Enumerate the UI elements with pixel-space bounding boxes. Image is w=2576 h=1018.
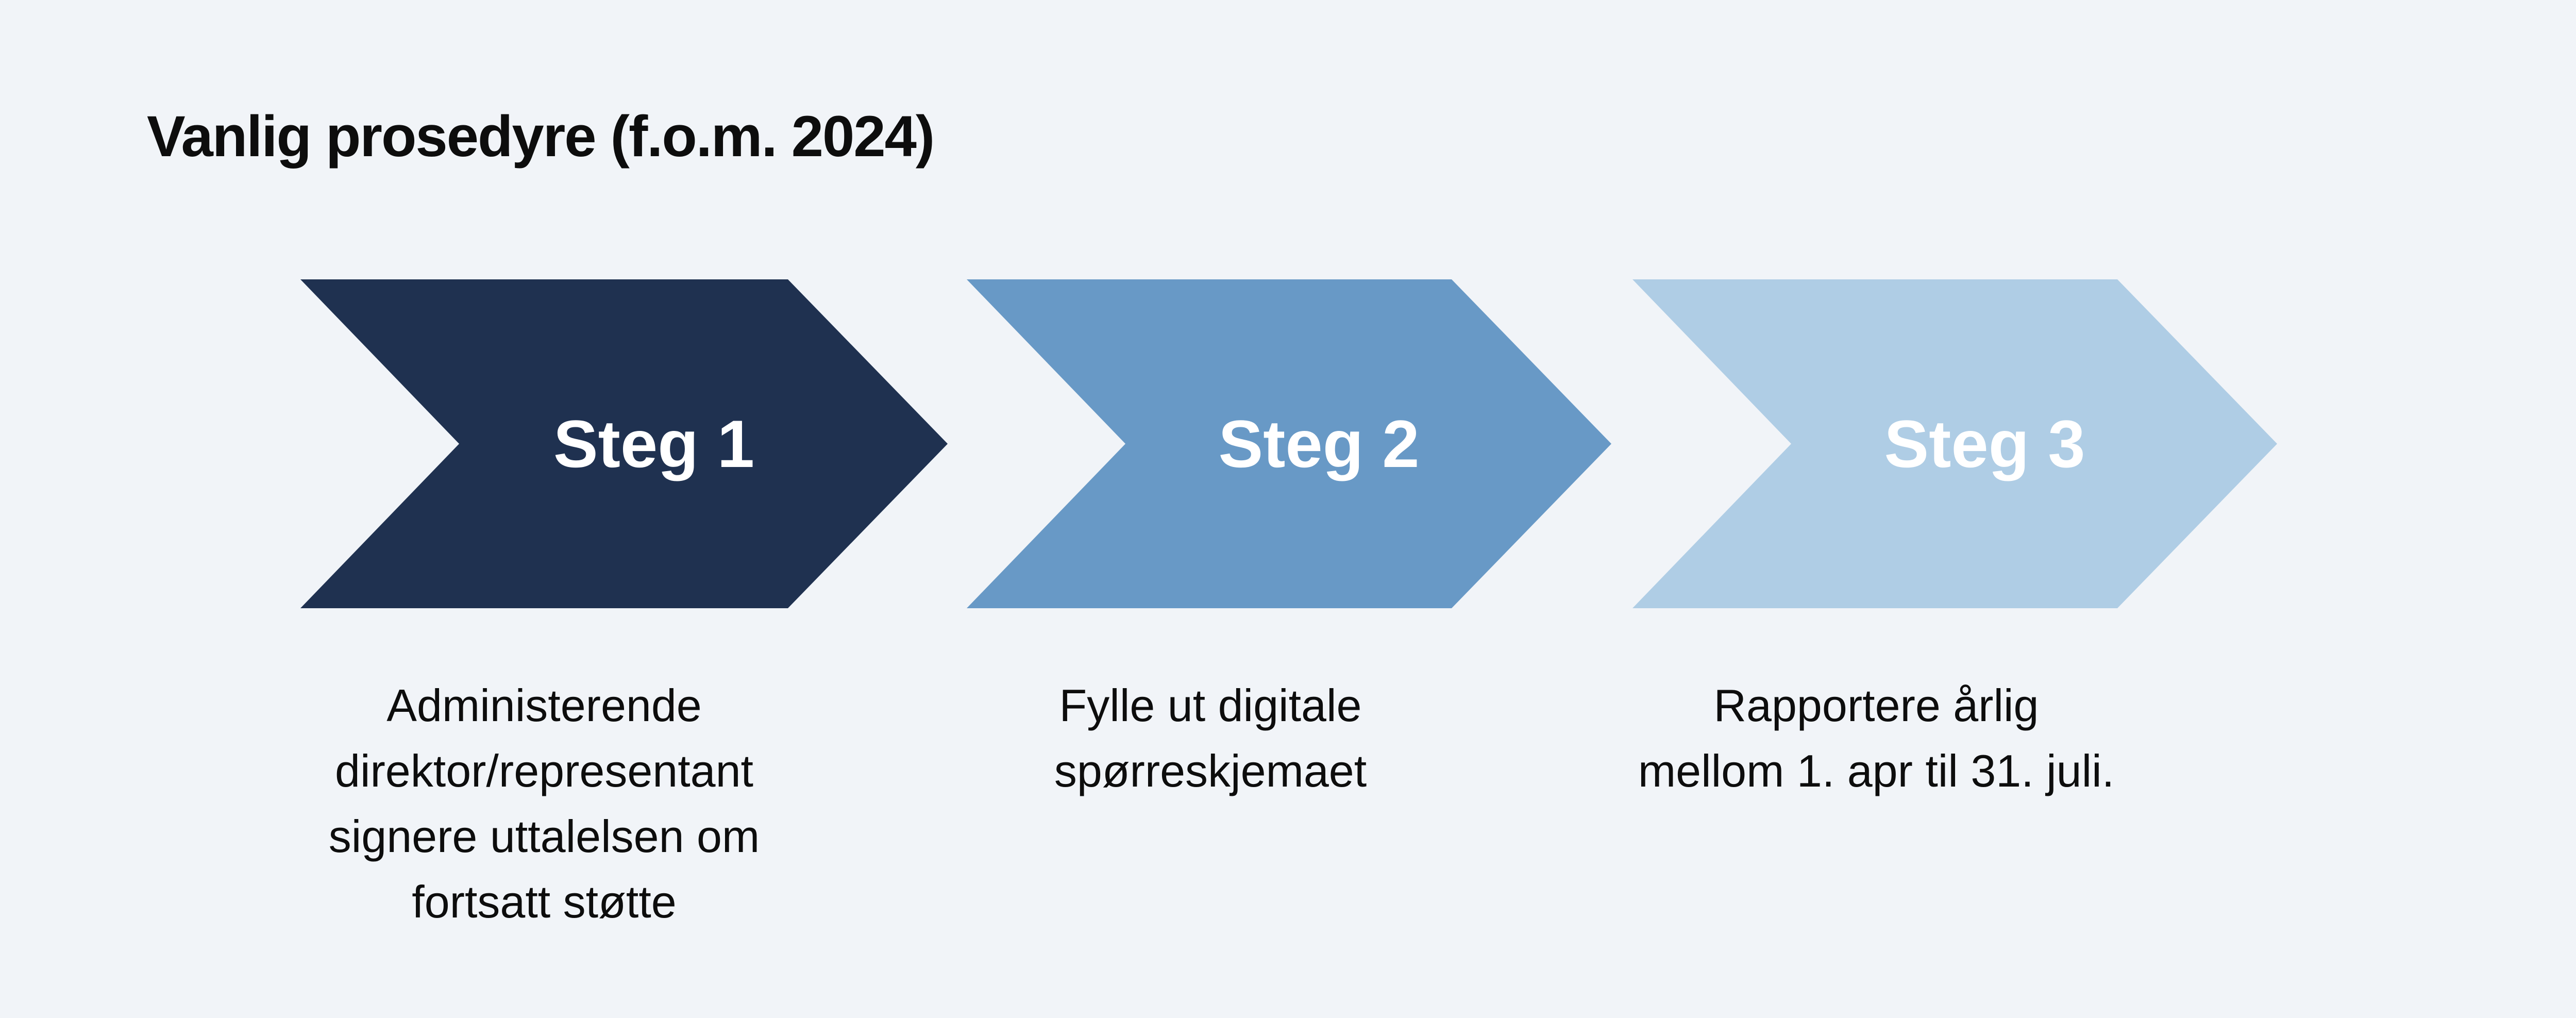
page-title: Vanlig prosedyre (f.o.m. 2024) — [147, 104, 935, 169]
step-1-chevron-arrow: Steg 1 — [300, 279, 948, 608]
step-3-caption: Rapportere årlig mellom 1. apr til 31. j… — [1638, 680, 2115, 796]
step-1-label: Steg 1 — [553, 406, 755, 481]
step-1-caption: Administerende direktor/representant sig… — [328, 680, 760, 927]
step-3-chevron-arrow: Steg 3 — [1632, 279, 2277, 608]
step-3-label: Steg 3 — [1884, 406, 2085, 481]
step-2-label: Steg 2 — [1218, 406, 1420, 481]
step-2-caption: Fylle ut digitale spørreskjemaet — [1054, 680, 1367, 796]
step-2-chevron-arrow: Steg 2 — [967, 279, 1611, 608]
